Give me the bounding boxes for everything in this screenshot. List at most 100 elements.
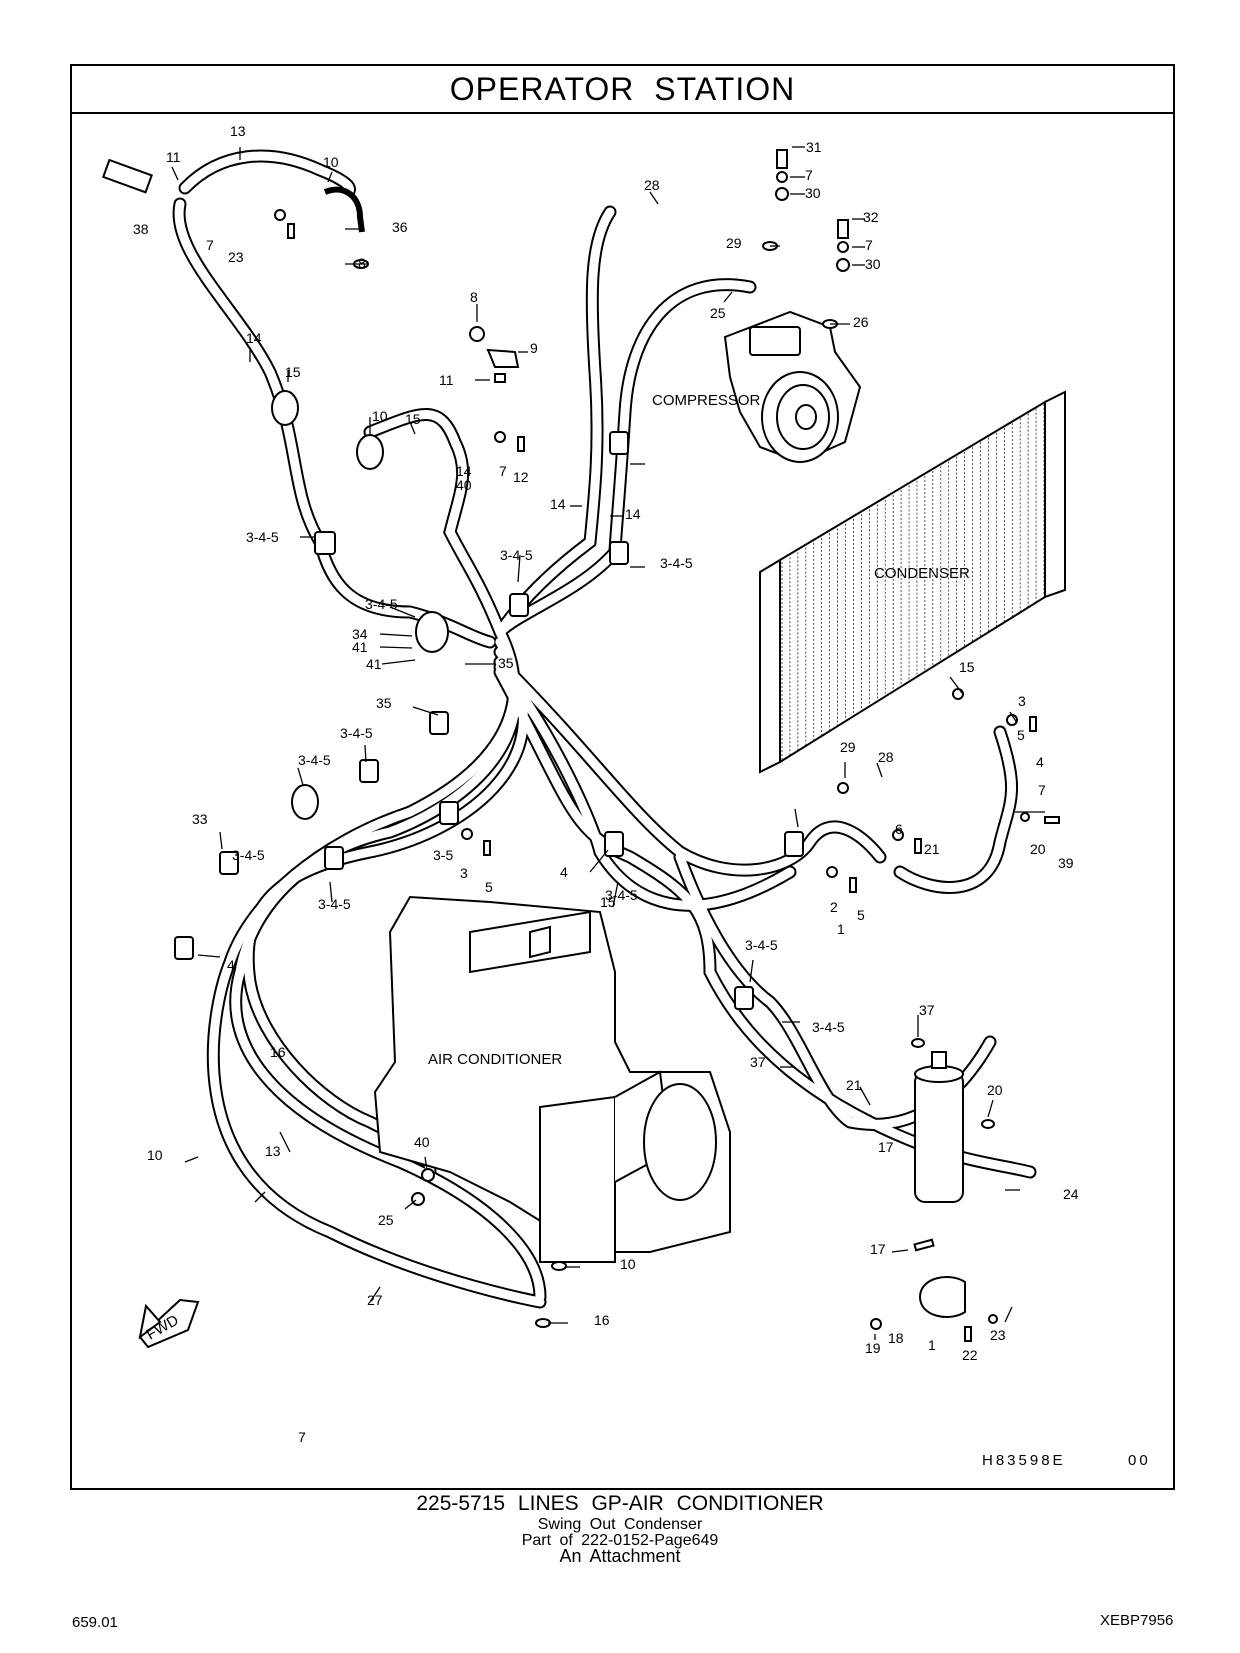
callout-label: 10 [620, 1256, 636, 1272]
callout-label: 14 [550, 496, 566, 512]
callout-label: 14 [625, 506, 641, 522]
callout-label: 28 [644, 177, 660, 193]
callout-label: 32 [863, 209, 879, 225]
callout-label: 5 [485, 879, 493, 895]
callout-label: 25 [710, 305, 726, 321]
document-id: XEBP7956 [1100, 1612, 1174, 1629]
part-title: 225-5715 LINES GP-AIR CONDITIONER [416, 1492, 824, 1515]
callout-label: 23 [990, 1327, 1006, 1343]
callout-label: 22 [962, 1347, 978, 1363]
callout-label: 3-5 [433, 847, 453, 863]
callout-label: 4 [1036, 754, 1044, 770]
callout-label: 41 [352, 639, 368, 655]
callout-label: 40 [414, 1134, 430, 1150]
subtitle-3: An Attachment [559, 1546, 681, 1566]
callout-label: 3-4-5 [812, 1019, 845, 1035]
callout-label: 8 [358, 255, 366, 271]
callout-label: 15 [285, 364, 301, 380]
callout-label: 39 [1058, 855, 1074, 871]
callout-label: 14 [246, 330, 262, 346]
callout-label: 40 [456, 477, 472, 493]
callout-label: 35 [498, 655, 514, 671]
air-conditioner-label: AIR CONDITIONER [428, 1051, 562, 1068]
callout-label: 33 [192, 811, 208, 827]
condenser-label: CONDENSER [874, 565, 970, 582]
callout-label: 7 [1038, 782, 1046, 798]
callout-label: 9 [530, 340, 538, 356]
callout-label: 3-4-5 [246, 529, 279, 545]
page-title: OPERATOR STATION [72, 66, 1173, 114]
compressor-label: COMPRESSOR [652, 392, 761, 409]
callout-label: 6 [895, 821, 903, 837]
callout-label: 38 [133, 221, 149, 237]
callout-label: 3-4-5 [745, 937, 778, 953]
callout-label: 13 [265, 1143, 281, 1159]
callout-label: 21 [846, 1077, 862, 1093]
callout-label: 17 [878, 1139, 894, 1155]
callout-label: 26 [853, 314, 869, 330]
callout-label: 11 [166, 149, 181, 165]
callout-label: 25 [378, 1212, 394, 1228]
subtitle-1: Swing Out Condenser [537, 1516, 703, 1533]
diagram-frame: OPERATOR STATION [70, 64, 1175, 1490]
callout-label: 3 [460, 865, 468, 881]
callout-label: 8 [470, 289, 478, 305]
callout-label: 3-4-5 [232, 847, 265, 863]
callout-label: 17 [870, 1241, 886, 1257]
callout-label: 19 [865, 1340, 881, 1356]
callout-label: 35 [376, 695, 392, 711]
condenser-core [759, 390, 1066, 774]
callout-label: 30 [805, 185, 821, 201]
callout-label: 23 [228, 249, 244, 265]
callout-label: 36 [392, 219, 408, 235]
callout-label: 5 [1017, 727, 1025, 743]
callout-label: 4 [560, 864, 568, 880]
callout-label: 7 [805, 167, 813, 183]
callout-label: 37 [750, 1054, 766, 1070]
air-conditioner-unit [373, 895, 731, 1263]
callout-label: 29 [726, 235, 742, 251]
callout-label: 15 [959, 659, 975, 675]
fittings [101, 149, 1060, 1342]
hose-clamps [174, 390, 804, 1010]
callout-label: 28 [878, 749, 894, 765]
callout-label: 3-4-5 [318, 896, 351, 912]
illustration-rev: 00 [1128, 1452, 1151, 1469]
page-number: 659.01 [72, 1614, 118, 1631]
callout-label: 5 [857, 907, 865, 923]
callout-label: 7 [499, 463, 507, 479]
callout-label: 2 [830, 899, 838, 915]
callout-label: 7 [206, 237, 214, 253]
callout-label: 18 [888, 1330, 904, 1346]
callout-label: 15 [600, 894, 616, 910]
illustration-id: H83598E [982, 1452, 1066, 1469]
callout-label: 27 [367, 1292, 383, 1308]
subtitle-2: Part of 222-0152-Page649 [521, 1532, 719, 1549]
callout-label: 29 [840, 739, 856, 755]
callout-label: 20 [987, 1082, 1003, 1098]
callout-label: 3-4-5 [605, 887, 638, 903]
compressor-body [723, 310, 862, 464]
callout-label: 12 [513, 469, 529, 485]
callout-label: 1 [928, 1337, 936, 1353]
callout-label: 7 [865, 237, 873, 253]
forward-arrow-icon [138, 1298, 200, 1349]
callout-label: 31 [806, 139, 822, 155]
callout-label: 13 [230, 123, 246, 139]
callout-label: 14 [456, 463, 472, 479]
callout-label: 41 [366, 656, 382, 672]
callout-label: 3-4-5 [298, 752, 331, 768]
callout-label: 24 [1063, 1186, 1079, 1202]
callout-label: 3-4-5 [660, 555, 693, 571]
callout-label: 15 [405, 411, 421, 427]
callout-label: 34 [352, 626, 368, 642]
callout-label: 11 [439, 372, 454, 388]
callout-label: 16 [594, 1312, 610, 1328]
callout-label: 3-4-5 [340, 725, 373, 741]
callout-label: 3 [1018, 693, 1026, 709]
callout-label: 4 [227, 957, 235, 973]
callout-label: 1 [837, 921, 845, 937]
callout-label: 10 [147, 1147, 163, 1163]
callout-label: 37 [919, 1002, 935, 1018]
